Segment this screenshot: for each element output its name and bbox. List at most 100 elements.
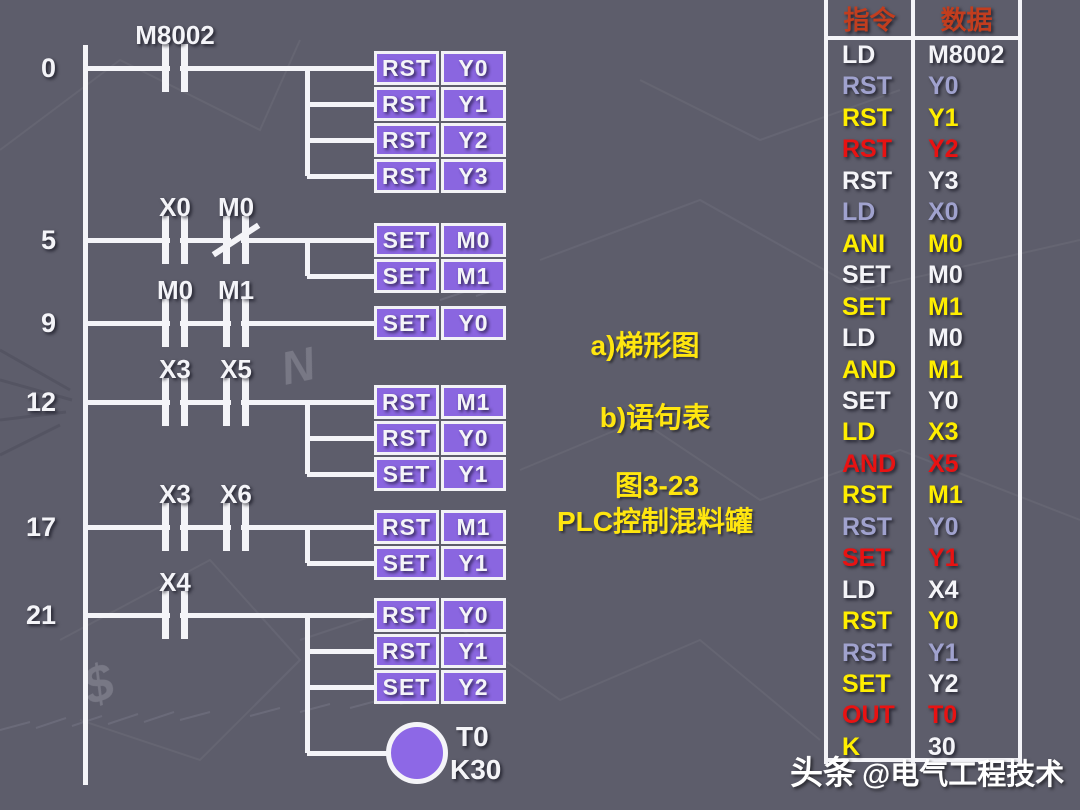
table-op-cell: SET — [842, 670, 891, 698]
table-op-cell: RST — [842, 72, 892, 101]
step-number: 12 — [25, 387, 56, 417]
contact-label: X4 — [159, 567, 191, 597]
table-op-cell: LD — [842, 418, 876, 447]
output-box-op: SET — [374, 546, 439, 580]
table-header-cell: 指令 — [843, 5, 896, 35]
table-data-cell: X0 — [928, 198, 959, 227]
table-op-cell: OUT — [842, 701, 895, 730]
table-data-cell: M1 — [928, 355, 963, 384]
no-contact-bar — [242, 503, 249, 551]
table-data-cell: M8002 — [928, 41, 1005, 69]
output-box-operand: Y2 — [441, 123, 506, 157]
table-op-cell: SET — [842, 386, 891, 415]
no-contact-bar — [162, 299, 169, 347]
table-op-cell: K — [842, 732, 861, 761]
no-contact-bar — [181, 299, 188, 347]
table-op-cell: ANI — [842, 229, 886, 258]
output-box-op: SET — [374, 223, 439, 257]
no-contact-bar — [181, 503, 188, 551]
table-data-cell: M0 — [928, 261, 963, 290]
branch-stub-wire — [307, 137, 378, 143]
output-box-operand: M1 — [441, 510, 506, 544]
nc-contact-bar — [223, 216, 230, 264]
step-number: 0 — [40, 53, 56, 83]
table-data-cell: X3 — [928, 418, 959, 447]
step-number: 21 — [25, 600, 56, 630]
timer-stub-wire — [307, 750, 390, 756]
output-box-op: SET — [374, 670, 439, 704]
table-op-cell: AND — [842, 355, 897, 384]
table-data-cell: Y0 — [928, 607, 959, 636]
contact-label: M1 — [217, 275, 255, 305]
table-header-cell: 数据 — [940, 5, 993, 35]
contact-gap — [170, 398, 180, 407]
watermark-brand: 头条 — [790, 754, 856, 791]
contact-label: X3 — [159, 354, 191, 384]
rung-wire — [85, 612, 378, 618]
table-data-cell: T0 — [928, 701, 958, 730]
table-op-cell: LD — [842, 41, 876, 69]
table-vertical-border — [911, 0, 915, 764]
step-number: 9 — [40, 308, 56, 338]
table-data-cell: Y0 — [928, 386, 959, 415]
table-data-cell: Y2 — [928, 135, 959, 164]
no-contact-bar — [162, 44, 169, 92]
branch-stub-wire — [307, 435, 378, 441]
output-box-op: SET — [374, 306, 439, 340]
figure-title: PLC控制混料罐 — [556, 506, 753, 537]
branch-stub-wire — [307, 560, 378, 566]
branch-wire — [304, 615, 310, 753]
no-contact-bar — [223, 503, 230, 551]
figure-number: 图3-23 — [614, 470, 700, 501]
table-op-cell: RST — [842, 166, 892, 195]
table-horizontal-border — [824, 758, 1022, 762]
table-op-cell: AND — [842, 449, 897, 478]
contact-label: X0 — [159, 192, 191, 222]
step-number: 5 — [40, 225, 56, 255]
branch-wire — [304, 527, 310, 563]
table-op-cell: SET — [842, 292, 891, 321]
left-power-rail — [82, 45, 88, 785]
rung-wire — [85, 65, 378, 71]
table-data-cell: X5 — [928, 449, 959, 478]
contact-gap — [231, 398, 241, 407]
output-box-operand: Y3 — [441, 159, 506, 193]
no-contact-bar — [181, 378, 188, 426]
contact-label: M0 — [156, 275, 194, 305]
caption-ladder-label: a)梯形图 — [590, 330, 700, 361]
table-data-cell: M1 — [928, 481, 963, 510]
table-data-cell: M1 — [928, 292, 963, 321]
output-box-operand: Y1 — [441, 87, 506, 121]
no-contact-bar — [162, 378, 169, 426]
output-box-op: RST — [374, 598, 439, 632]
contact-gap — [231, 523, 241, 532]
branch-wire — [304, 240, 310, 276]
output-box-operand: Y0 — [441, 306, 506, 340]
contact-gap — [170, 64, 180, 73]
output-box-operand: Y0 — [441, 598, 506, 632]
no-contact-bar — [223, 378, 230, 426]
no-contact-bar — [162, 503, 169, 551]
table-data-cell: Y3 — [928, 166, 959, 195]
table-vertical-border — [1018, 0, 1022, 764]
table-data-cell: M0 — [928, 229, 963, 258]
table-data-cell: Y1 — [928, 638, 959, 667]
output-box-operand: Y1 — [441, 634, 506, 668]
no-contact-bar — [242, 378, 249, 426]
output-box-op: RST — [374, 634, 439, 668]
table-vertical-border — [824, 0, 828, 764]
table-op-cell: SET — [842, 544, 891, 573]
output-box-op: SET — [374, 259, 439, 293]
table-op-cell: RST — [842, 481, 892, 510]
table-data-cell: Y1 — [928, 544, 959, 573]
table-data-cell: Y0 — [928, 72, 959, 101]
output-box-op: RST — [374, 123, 439, 157]
branch-stub-wire — [307, 173, 378, 179]
output-box-operand: M1 — [441, 259, 506, 293]
table-horizontal-border — [824, 36, 1022, 40]
contact-gap — [170, 523, 180, 532]
output-box-operand: Y0 — [441, 421, 506, 455]
contact-gap — [170, 236, 180, 245]
contact-label: X5 — [220, 354, 252, 384]
contact-label: X3 — [159, 479, 191, 509]
